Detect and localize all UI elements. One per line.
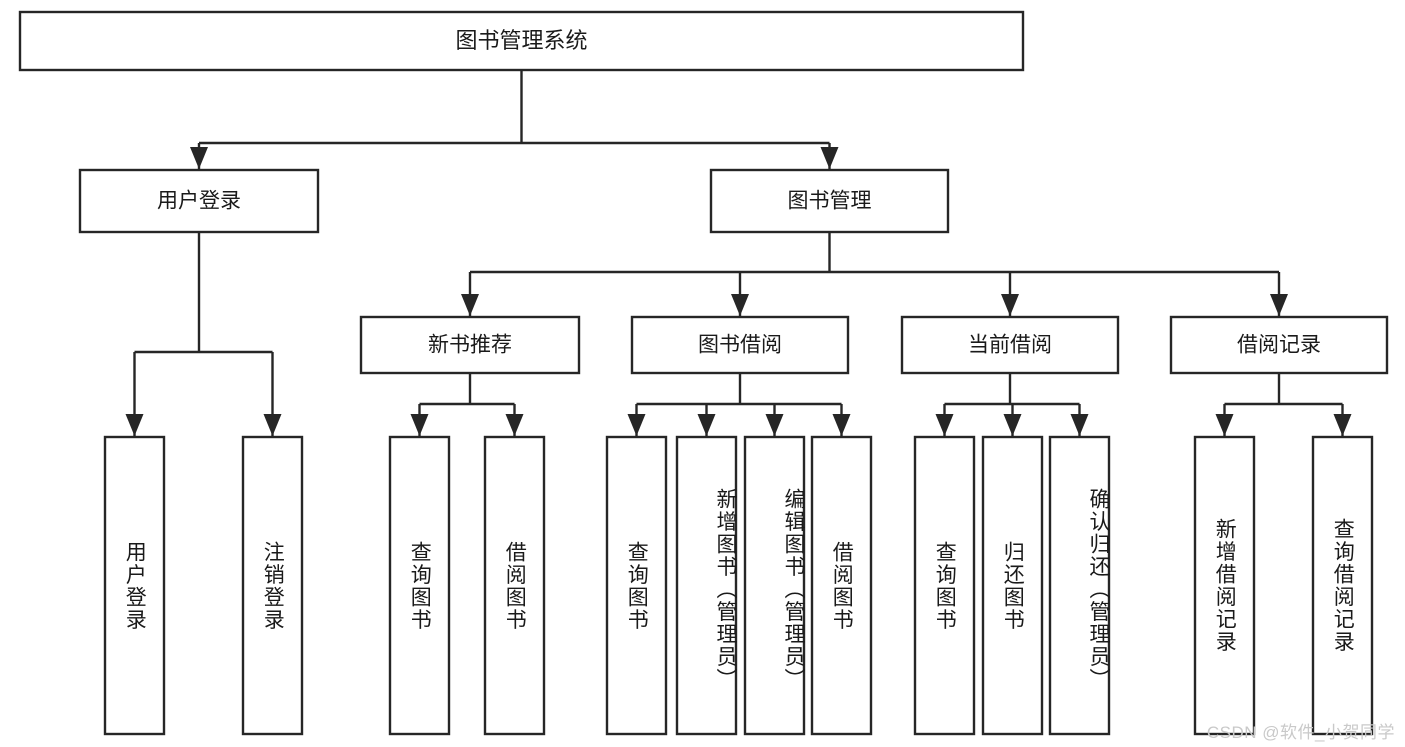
node-box-user-login[interactable] bbox=[78, 168, 320, 234]
node-box-leaf-edit-book-admin[interactable] bbox=[743, 435, 806, 736]
arrow-head-icon bbox=[1070, 414, 1089, 436]
node-label-borrow-record: 借阅记录 bbox=[1237, 334, 1321, 357]
arrow-head-icon bbox=[820, 147, 839, 169]
watermark-text: CSDN @软件_小贺同学 bbox=[1206, 723, 1395, 742]
arrow-head-icon bbox=[1003, 414, 1022, 436]
node-box-leaf-query-book-recommend[interactable] bbox=[388, 435, 451, 736]
arrow-head-icon bbox=[1270, 294, 1288, 316]
arrow-head-icon bbox=[263, 414, 282, 436]
arrow-head-icon bbox=[1001, 294, 1019, 316]
node-box-book-management[interactable] bbox=[709, 168, 950, 234]
node-label-book-management: 图书管理 bbox=[788, 190, 872, 213]
node-box-leaf-logout-login[interactable] bbox=[241, 435, 304, 736]
node-box-leaf-query-borrow-record[interactable] bbox=[1311, 435, 1374, 736]
node-box-leaf-query-book-borrow[interactable] bbox=[605, 435, 668, 736]
node-label-current-borrow: 当前借阅 bbox=[968, 334, 1052, 357]
node-label-new-book-recommend: 新书推荐 bbox=[428, 334, 512, 357]
arrow-head-icon bbox=[627, 414, 646, 436]
arrow-head-icon bbox=[765, 414, 784, 436]
arrow-head-icon bbox=[697, 414, 716, 436]
arrow-head-icon bbox=[832, 414, 851, 436]
connector-lines-layer bbox=[125, 70, 1352, 436]
arrow-head-icon bbox=[505, 414, 524, 436]
node-box-leaf-add-borrow-record[interactable] bbox=[1193, 435, 1256, 736]
node-box-leaf-add-book-admin[interactable] bbox=[675, 435, 738, 736]
node-box-leaf-return-book[interactable] bbox=[981, 435, 1044, 736]
node-label-user-login: 用户登录 bbox=[157, 190, 241, 213]
node-label-book-borrow: 图书借阅 bbox=[698, 334, 782, 357]
node-box-root[interactable] bbox=[18, 10, 1025, 72]
node-box-leaf-borrow-book-borrow[interactable] bbox=[810, 435, 873, 736]
arrow-head-icon bbox=[1333, 414, 1352, 436]
arrow-head-icon bbox=[125, 414, 144, 436]
node-label-root: 图书管理系统 bbox=[455, 28, 587, 53]
node-box-leaf-user-login[interactable] bbox=[103, 435, 166, 736]
arrow-head-icon bbox=[1215, 414, 1234, 436]
node-box-current-borrow[interactable] bbox=[900, 315, 1120, 375]
node-box-leaf-borrow-book-recommend[interactable] bbox=[483, 435, 546, 736]
node-box-borrow-record[interactable] bbox=[1169, 315, 1389, 375]
arrow-head-icon bbox=[461, 294, 479, 316]
arrow-head-icon bbox=[410, 414, 429, 436]
arrow-head-icon bbox=[731, 294, 749, 316]
node-box-book-borrow[interactable] bbox=[630, 315, 850, 375]
node-box-leaf-query-book-current[interactable] bbox=[913, 435, 976, 736]
arrow-head-icon bbox=[190, 147, 208, 169]
node-boxes-layer bbox=[18, 10, 1389, 736]
node-box-leaf-confirm-return-admin[interactable] bbox=[1048, 435, 1111, 736]
arrow-head-icon bbox=[935, 414, 954, 436]
node-box-new-book-recommend[interactable] bbox=[359, 315, 581, 375]
